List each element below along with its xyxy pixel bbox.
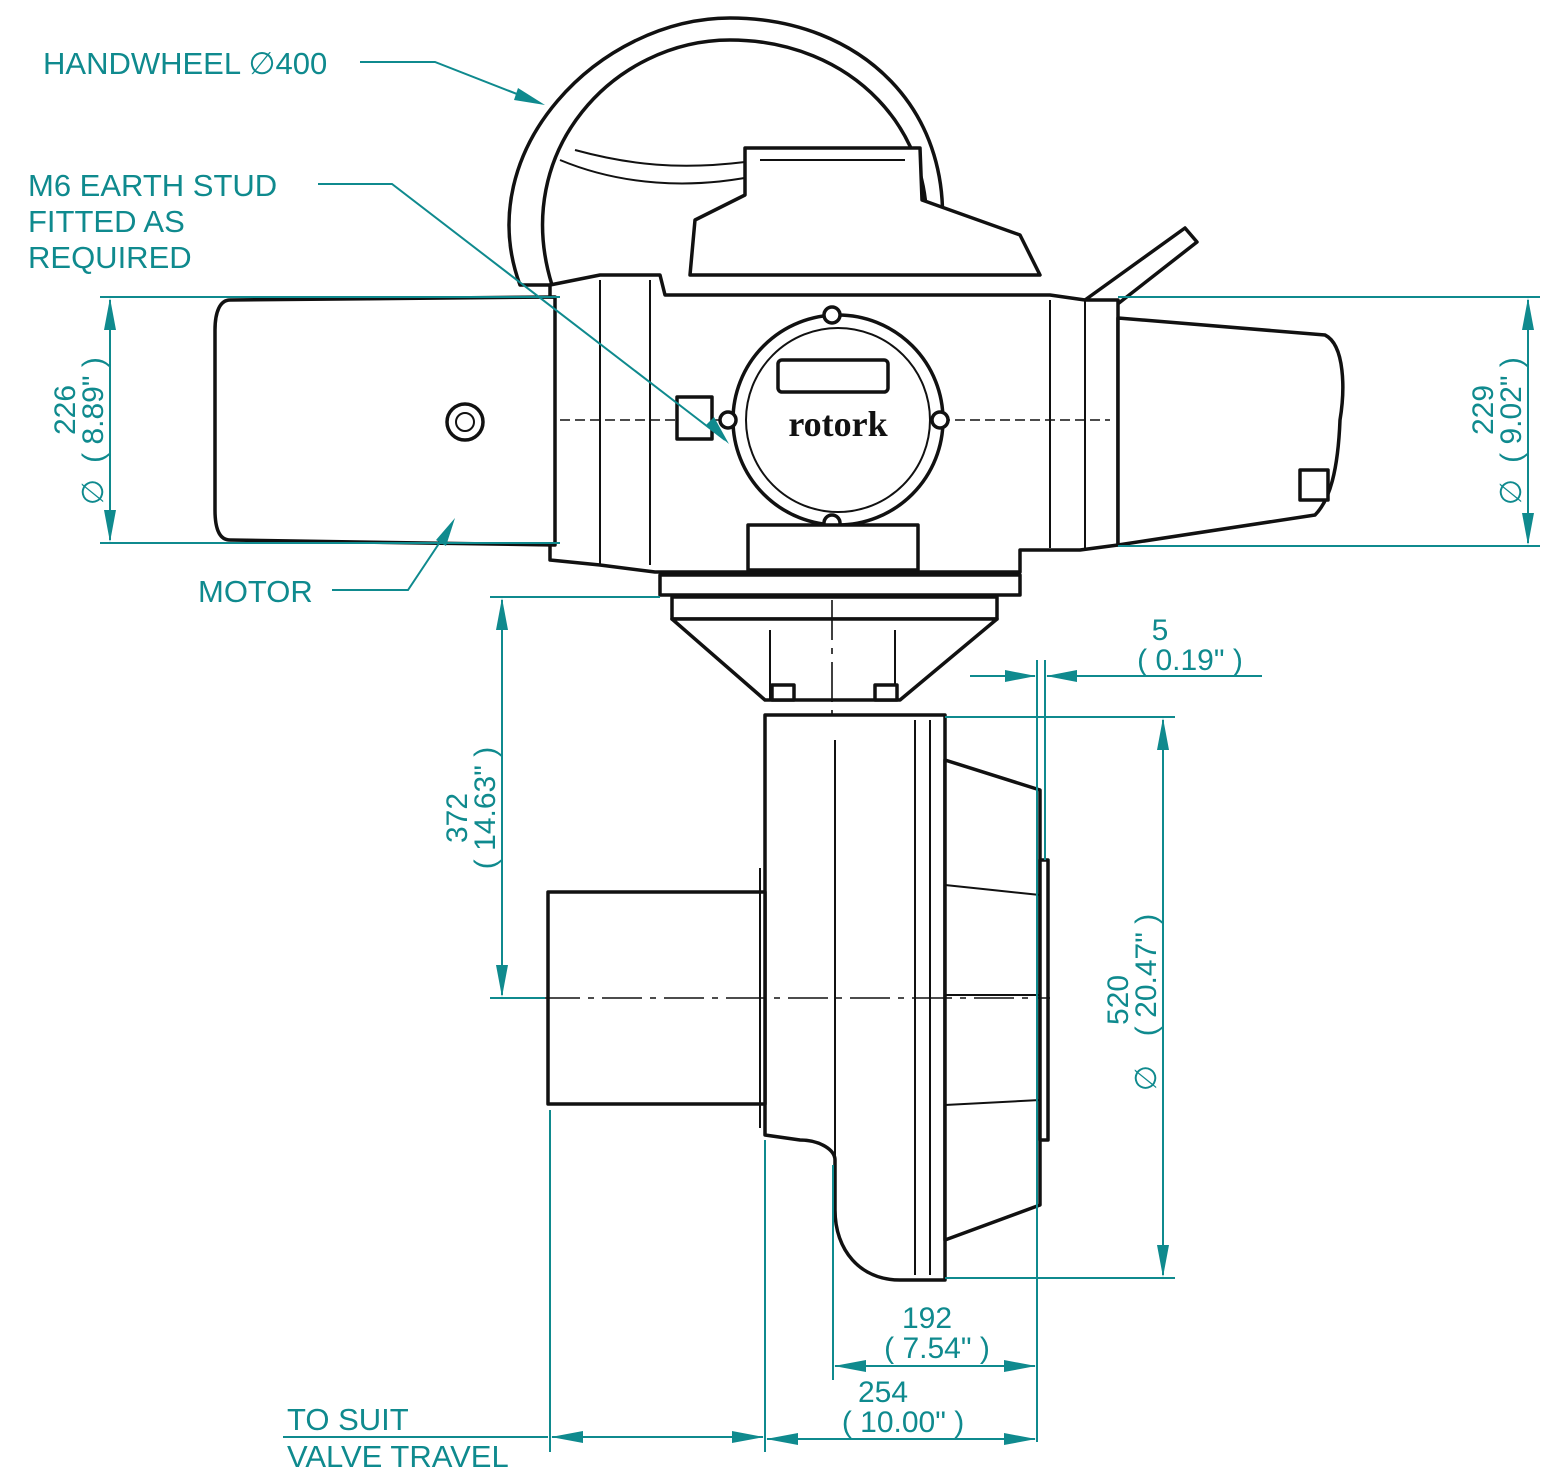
gap-mm: 5 — [1152, 614, 1169, 647]
terminal-cover — [688, 146, 1042, 277]
gap-inch: ( 0.19" ) — [1137, 644, 1243, 677]
earth-stud-label-1: M6 EARTH STUD — [28, 168, 277, 203]
gearbox-cover — [943, 758, 1042, 1242]
right-dia-mm: 229 — [1467, 385, 1500, 435]
motor-dia-symbol: ∅ — [77, 479, 110, 505]
height-mm: 372 — [441, 793, 474, 843]
rotork-logo: rotork — [788, 404, 887, 444]
earth-stud-label-2: FITTED AS — [28, 204, 185, 239]
to-suit-label-2: VALVE TRAVEL — [287, 1439, 509, 1474]
right-dia-inch: ( 9.02" ) — [1495, 357, 1528, 463]
width-192-inch: ( 7.54" ) — [884, 1332, 990, 1365]
handwheel-label: HANDWHEEL ∅400 — [43, 46, 327, 81]
mounting-flange — [670, 595, 999, 621]
height-inch: ( 14.63" ) — [469, 747, 502, 869]
earth-stud-label-3: REQUIRED — [28, 240, 192, 275]
width-254-mm: 254 — [858, 1376, 908, 1409]
width-254-inch: ( 10.00" ) — [842, 1406, 964, 1439]
earth-stud — [675, 395, 714, 441]
gearbox-dia-symbol: ∅ — [1130, 1065, 1163, 1091]
width-192-mm: 192 — [902, 1302, 952, 1335]
right-dia-symbol: ∅ — [1495, 479, 1528, 505]
motor-dia-mm: 226 — [49, 385, 82, 435]
to-suit-label-1: TO SUIT — [287, 1402, 409, 1437]
annotations: HANDWHEEL ∅400 M6 EARTH STUD FITTED AS R… — [28, 46, 1540, 1474]
gearbox-dia-inch: ( 20.47" ) — [1130, 914, 1163, 1036]
actuator-body: rotork — [213, 16, 1345, 1282]
motor-dia-inch: ( 8.89" ) — [77, 357, 110, 463]
control-housing — [1116, 316, 1345, 547]
motor-label: MOTOR — [198, 574, 313, 609]
adapter — [670, 617, 999, 702]
cable-glands — [746, 523, 920, 572]
motor — [213, 295, 557, 547]
gearbox-dia-mm: 520 — [1102, 975, 1135, 1025]
